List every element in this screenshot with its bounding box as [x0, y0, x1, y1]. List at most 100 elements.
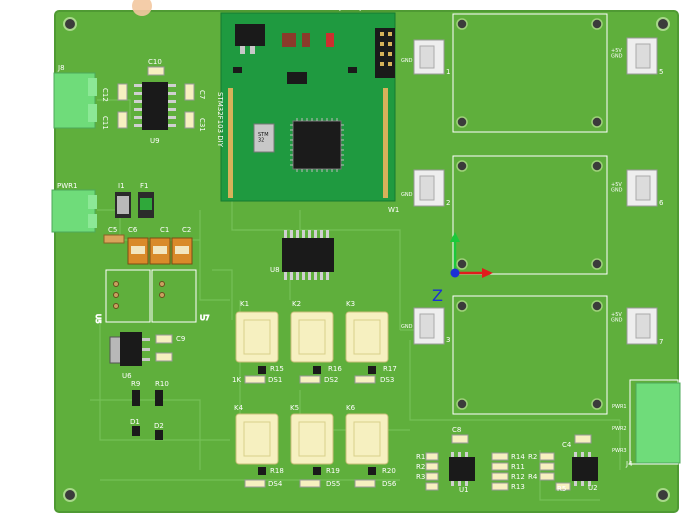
label-K4: K4: [234, 404, 244, 412]
label-U5: U5: [94, 314, 102, 324]
socket-2-num: 2: [446, 199, 450, 207]
label-K6: K6: [346, 404, 356, 412]
label-D2: D2: [154, 422, 164, 430]
label-R1: R1: [416, 453, 425, 461]
caps-row: C5 C6 C1 C2: [103, 226, 193, 265]
label-C11: C11: [101, 116, 109, 130]
label-R5: R5: [557, 485, 566, 493]
caps-c9: C9: [155, 334, 185, 362]
label-R14: R14: [511, 453, 525, 461]
label-R3: R3: [416, 473, 425, 481]
connector-pwr1: PWR1: [51, 182, 97, 233]
socket-3: GND 3: [401, 307, 450, 345]
label-U9: U9: [150, 137, 160, 145]
label-C5: C5: [108, 226, 117, 234]
stm32-chip: [292, 120, 342, 170]
label-C10: C10: [148, 58, 162, 66]
height-dimension-label: 120.00: [2, 248, 13, 283]
socket-6-num: 6: [659, 199, 664, 207]
socket-1-label: GND: [401, 58, 413, 64]
label-R20: R20: [382, 467, 396, 475]
label-R9: R9: [131, 380, 140, 388]
socket-3-num: 3: [446, 336, 450, 344]
label-R18: R18: [270, 467, 284, 475]
label-C7: C7: [198, 90, 206, 99]
label-R19: R19: [326, 467, 340, 475]
label-U2: U2: [588, 484, 598, 492]
label-C9: C9: [176, 335, 185, 343]
label-K5: K5: [290, 404, 299, 412]
socket-2-label: GND: [401, 192, 413, 198]
resistors-r9-r10: R9 R10 D1 D2: [130, 380, 169, 440]
label-J4: J4: [625, 460, 633, 468]
mounting-holes: [63, 17, 670, 502]
relays: K1 K2 K3 K4 K5 K6: [234, 300, 389, 465]
label-R17: R17: [383, 365, 397, 373]
label-DS3: DS3: [380, 376, 394, 384]
connector-j8: J8: [53, 64, 97, 129]
axis-gizmo: Z: [432, 232, 493, 305]
label-R15: R15: [270, 365, 284, 373]
label-R12: R12: [511, 473, 525, 481]
socket-5-num: 5: [659, 68, 663, 76]
label-PWR1: PWR1: [57, 182, 77, 190]
label-U6: U6: [122, 372, 132, 380]
module-side-label: STM32F103 DIY: [216, 92, 224, 148]
j4-pin3-label: PWR3: [612, 448, 627, 454]
label-C8: C8: [452, 426, 461, 434]
socket-2: GND 2: [401, 169, 450, 207]
label-DS6: DS6: [382, 480, 397, 488]
label-DS4: DS4: [268, 480, 283, 488]
label-U1: U1: [459, 486, 469, 494]
label-K3: K3: [346, 300, 355, 308]
label-U8: U8: [270, 266, 280, 274]
label-K2: K2: [292, 300, 301, 308]
label-DS1: DS1: [268, 376, 282, 384]
axis-z-label: Z: [432, 286, 443, 305]
modules-u5-u7: U5 U7: [94, 269, 210, 324]
ic-u2-area: C4 U2 R2 R4 R5: [528, 434, 598, 493]
label-K1: K1: [240, 300, 249, 308]
label-F1: F1: [140, 182, 148, 190]
label-DS2: DS2: [324, 376, 338, 384]
pcb-board: [54, 10, 679, 513]
label-R10: R10: [155, 380, 169, 388]
socket-7-num: 7: [659, 338, 663, 346]
label-J8: J8: [57, 64, 65, 72]
label-R2: R2: [416, 463, 425, 471]
regulator-u6: U6: [109, 332, 150, 380]
caps-u9: C10 C12 C11 C7 C31: [101, 58, 206, 132]
label-C12: C12: [101, 88, 109, 102]
label-C4: C4: [562, 441, 572, 449]
width-dimension-label: 133 (mm): [318, 3, 363, 13]
label-R13: R13: [511, 483, 525, 491]
label-R16: R16: [328, 365, 342, 373]
label-U7: U7: [200, 314, 210, 322]
label-W1: W1: [388, 206, 399, 214]
label-1K: 1K: [232, 376, 241, 384]
ic-u9: U9: [134, 82, 176, 145]
component-i1: I1: [115, 182, 131, 218]
connector-j4: PWR1 PWR2 PWR3 J4: [612, 379, 681, 468]
label-R2b: R2: [528, 453, 537, 461]
label-R11: R11: [511, 463, 525, 471]
socket-1-num: 1: [446, 68, 450, 76]
label-C1: C1: [160, 226, 169, 234]
label-R4: R4: [528, 473, 538, 481]
socket-3-label: GND: [401, 324, 413, 330]
ic-u1-area: C8 U1 R1 R2 R3 R14 R11 R12 R13: [416, 426, 525, 494]
label-C6: C6: [128, 226, 138, 234]
j4-pin1-label: PWR1: [612, 404, 627, 410]
label-I1: I1: [118, 182, 125, 190]
component-f1: F1: [138, 182, 154, 218]
